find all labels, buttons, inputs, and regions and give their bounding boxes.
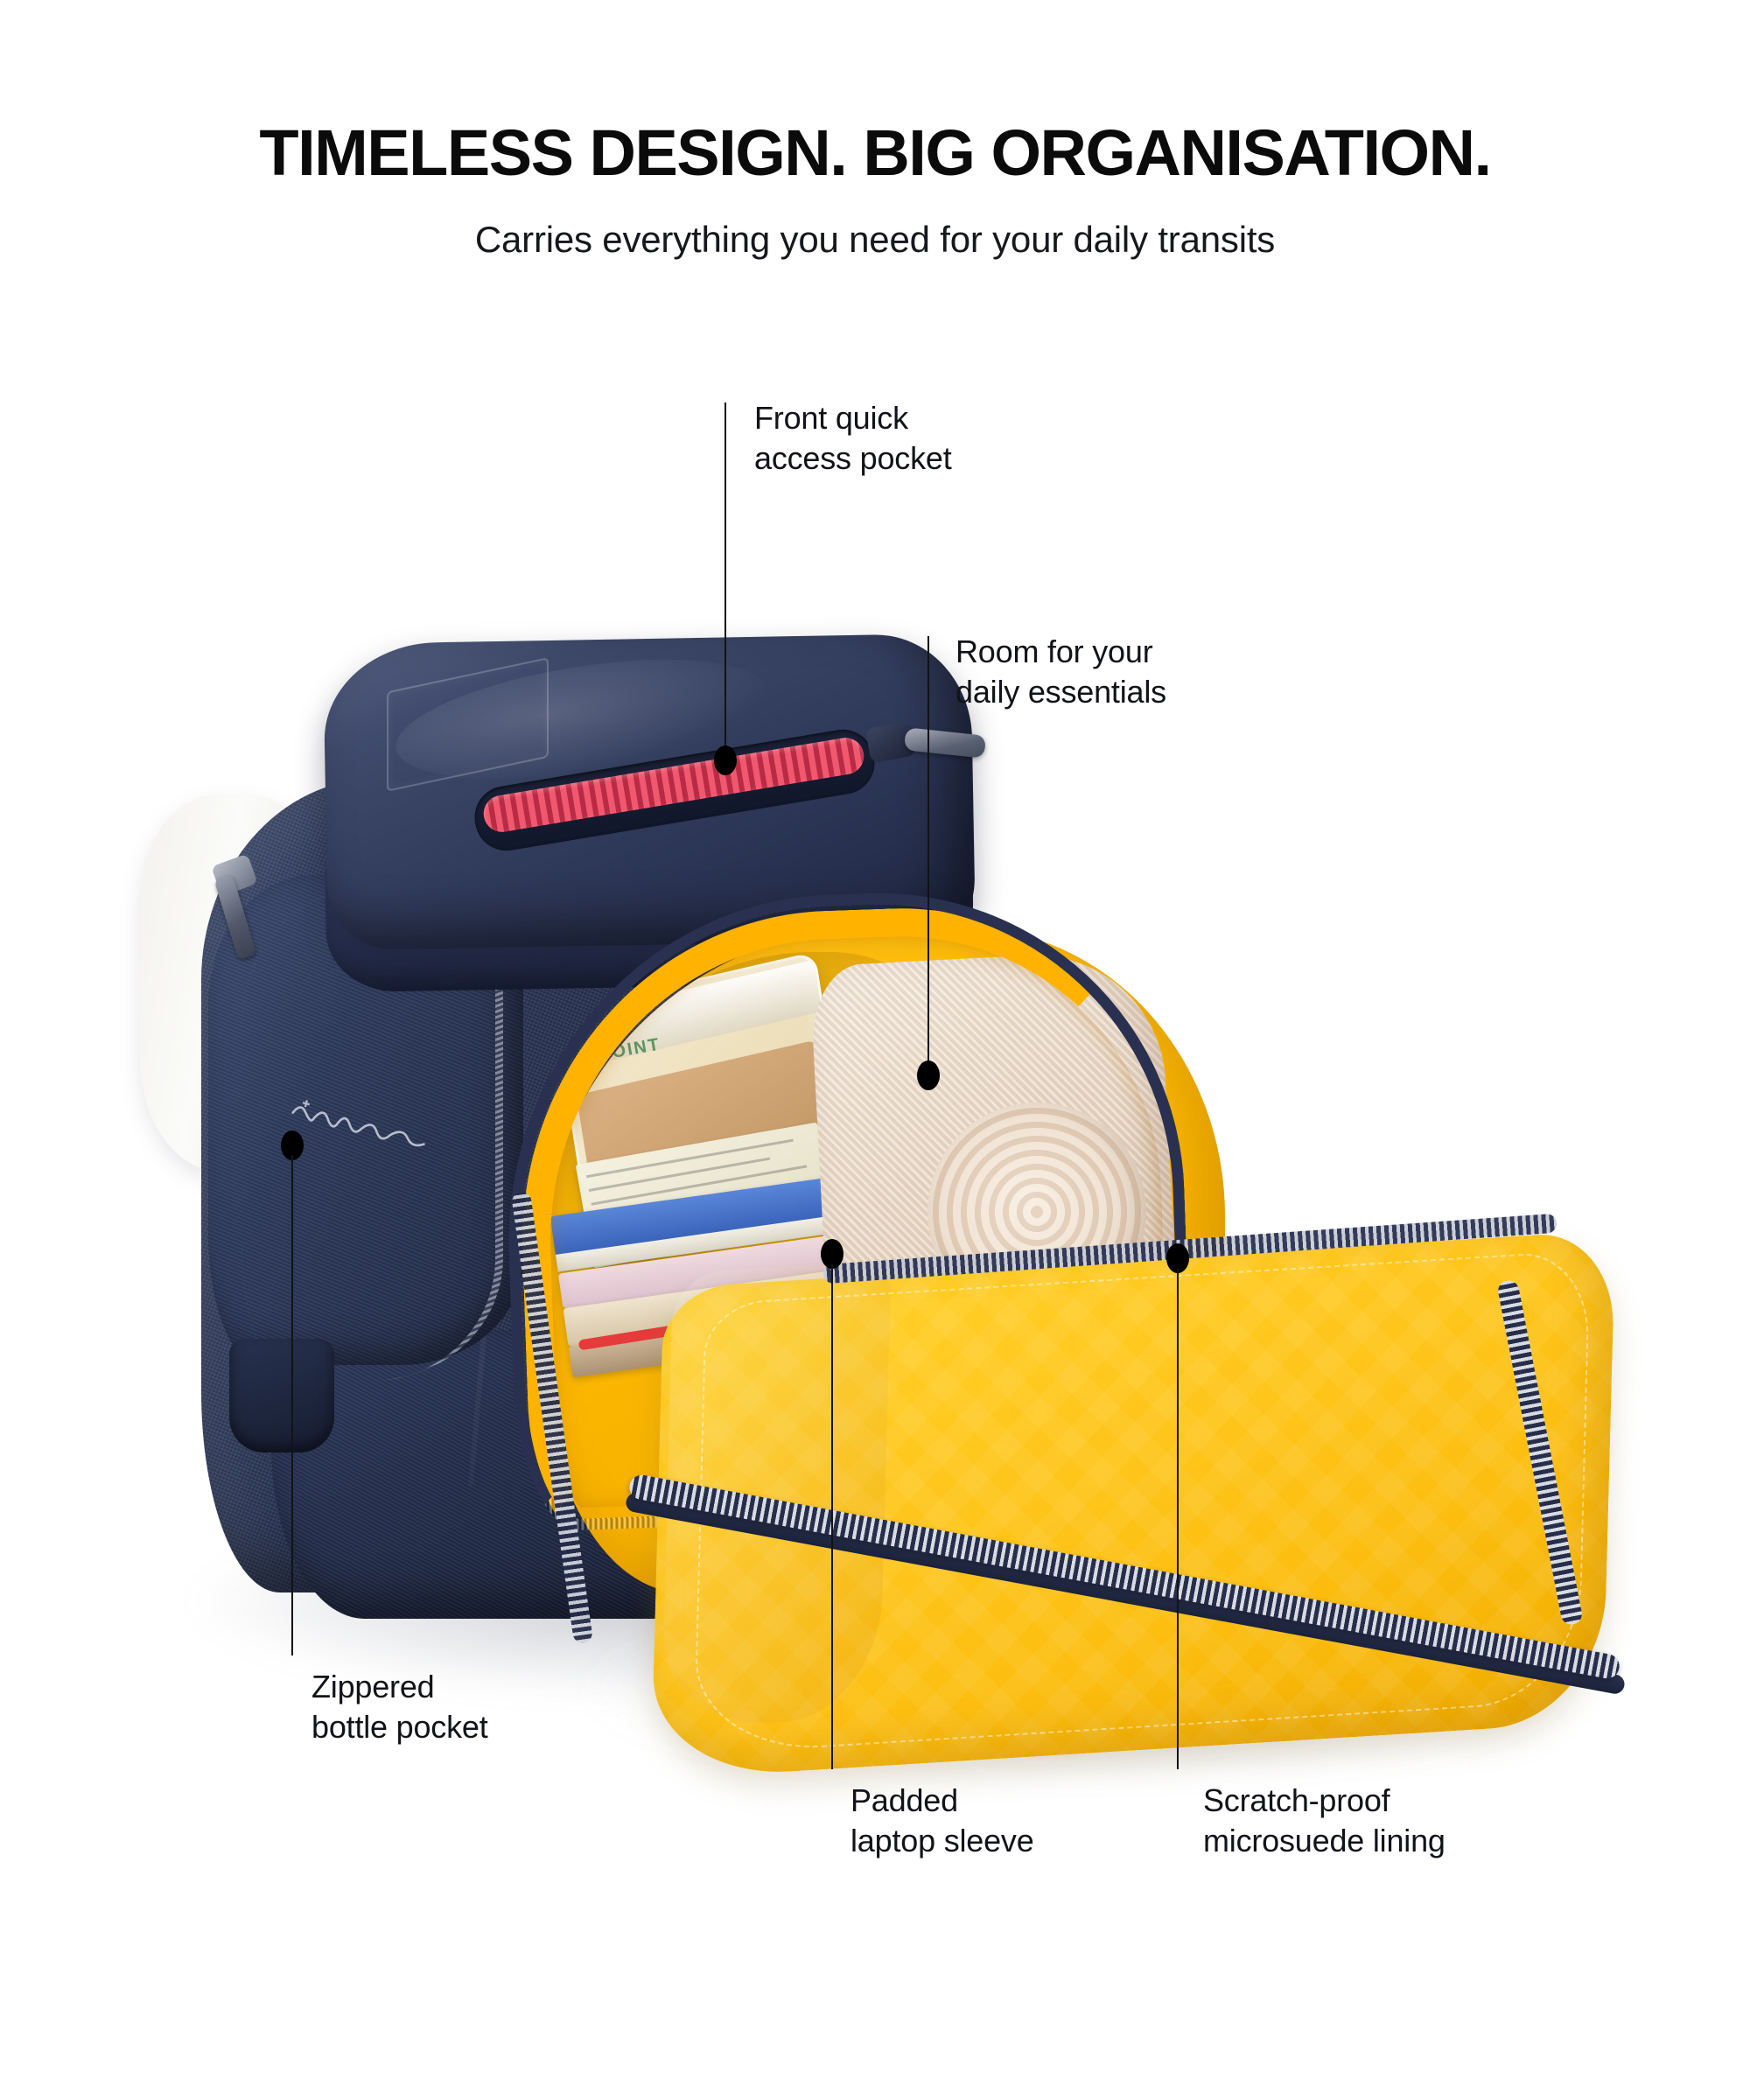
page-title: TIMELESS DESIGN. BIG ORGANISATION. bbox=[259, 116, 1492, 189]
page-subtitle: Carries everything you need for your dai… bbox=[474, 219, 1276, 260]
callout-dot-scratch-proof-microsuede-lining bbox=[1166, 1243, 1189, 1273]
callout-dot-room-for-daily-essentials bbox=[917, 1060, 940, 1090]
callout-line-zippered-bottle-pocket bbox=[291, 1155, 293, 1656]
callout-label-zippered-bottle-pocket: Zippered bottle pocket bbox=[312, 1669, 488, 1746]
callout-line-padded-laptop-sleeve bbox=[831, 1264, 833, 1769]
callout-label-scratch-proof-microsuede-lining: Scratch-proof microsuede lining bbox=[1203, 1782, 1446, 1859]
callout-label-room-for-daily-essentials: Room for your daily essentials bbox=[956, 634, 1166, 710]
callout-label-front-quick-access-pocket: Front quick access pocket bbox=[754, 400, 952, 477]
callout-label-padded-laptop-sleeve: Padded laptop sleeve bbox=[850, 1782, 1034, 1859]
callout-dot-front-quick-access-pocket bbox=[714, 746, 737, 775]
callout-line-scratch-proof-microsuede-lining bbox=[1177, 1269, 1179, 1769]
lid-stitching bbox=[693, 1250, 1591, 1755]
bottom-grab-tab bbox=[229, 1339, 334, 1452]
brand-logo-script bbox=[282, 1082, 490, 1185]
callout-line-room-for-daily-essentials bbox=[928, 636, 929, 1065]
product-image-backpack: CHAIPOINT bbox=[131, 612, 1706, 1794]
callout-line-front-quick-access-pocket bbox=[724, 402, 726, 752]
